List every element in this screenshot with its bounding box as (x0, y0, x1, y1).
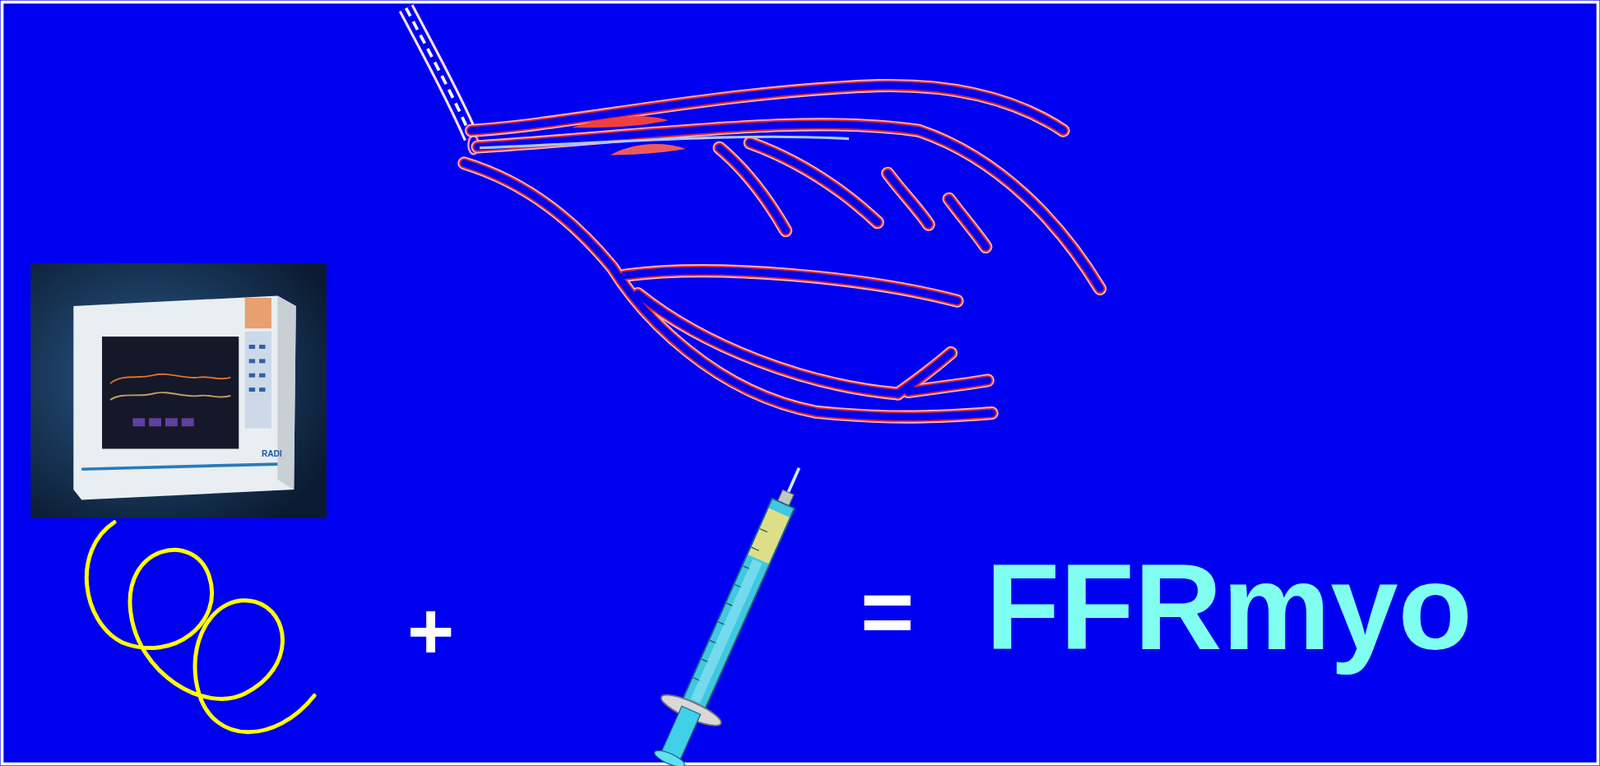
result-title: FFRmyo (985, 546, 1473, 668)
plus-sign: + (407, 590, 455, 672)
device-brand: RADI (261, 449, 282, 459)
coiled-pressure-wire (86, 522, 315, 733)
stenosis (610, 143, 687, 155)
analyzer-device (30, 263, 327, 519)
stenosis (571, 115, 669, 128)
pressure-wire (479, 136, 849, 148)
equals-sign: = (860, 565, 914, 659)
coronary-arteries (463, 85, 1100, 418)
syringe (637, 454, 829, 766)
